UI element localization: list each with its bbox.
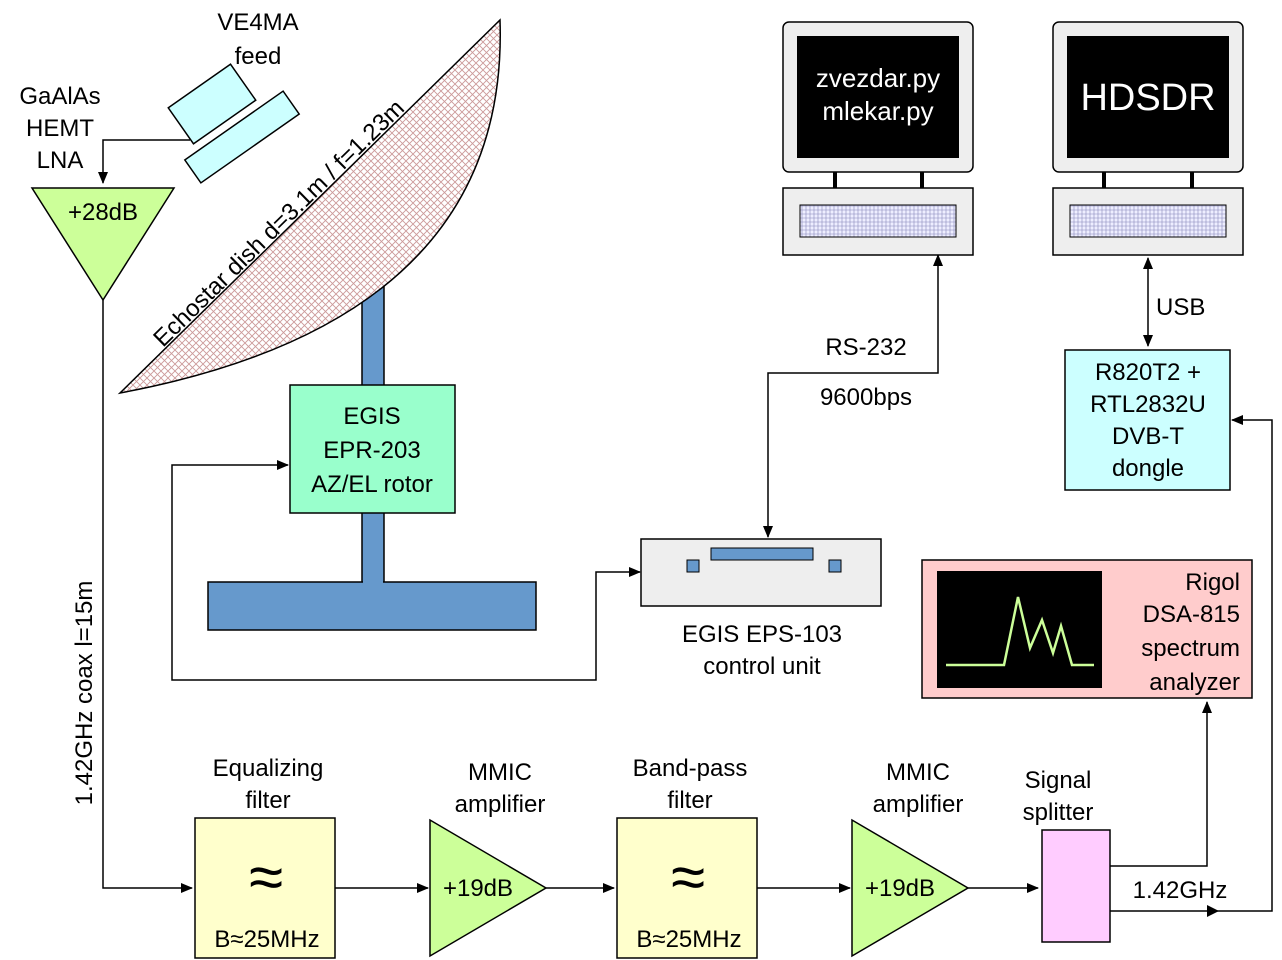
bp-filter-box xyxy=(616,817,758,959)
left-screen-line2: mlekar.py xyxy=(822,96,933,126)
eq-filter-bandwidth: B≈25MHz xyxy=(214,926,319,953)
eq-filter-title-line2: filter xyxy=(245,787,290,814)
right-screen-text: HDSDR xyxy=(1080,77,1215,119)
bp-filter-title-line2: filter xyxy=(667,787,712,814)
splitter-box xyxy=(1041,829,1111,943)
left-screen-line1: zvezdar.py xyxy=(816,63,940,93)
eq-filter-symbol: ≈ xyxy=(249,843,283,912)
splitter-title-line2: splitter xyxy=(1023,799,1094,826)
spectrum-analyzer xyxy=(921,559,1253,699)
amp2-title-line1: MMIC xyxy=(886,759,950,786)
splitter-title-line1: Signal xyxy=(1025,767,1092,794)
bp-filter-title-line1: Band-pass xyxy=(633,755,748,782)
rs232-cable xyxy=(763,254,943,538)
rs232-label: RS-232 xyxy=(825,334,906,361)
bp-filter-bandwidth: B≈25MHz xyxy=(636,926,741,953)
flow-arrowhead xyxy=(1207,905,1219,917)
eq-filter-title-line1: Equalizing xyxy=(213,755,324,782)
dongle-label-line2: RTL2832U xyxy=(1090,391,1206,418)
dvbt-dongle-box xyxy=(1064,349,1231,491)
amp1-title-line2: amplifier xyxy=(455,791,546,818)
analyzer-label-line4: analyzer xyxy=(1149,669,1240,696)
rotor-label-line2: EPR-203 xyxy=(323,437,420,464)
amp2-title-line2: amplifier xyxy=(873,791,964,818)
control-unit-label-line1: EGIS EPS-103 xyxy=(682,621,842,648)
lna-label-line2: HEMT xyxy=(26,115,94,142)
coax-wire xyxy=(102,300,193,893)
dongle-label-line3: DVB-T xyxy=(1112,423,1184,450)
amp1-triangle xyxy=(429,818,548,958)
echostar-dish: Echostar dish d=3.1m / f=1.23m xyxy=(117,18,501,395)
lna-triangle xyxy=(30,187,176,302)
lna-label-line3: LNA xyxy=(37,147,84,174)
lna-gain: +28dB xyxy=(68,199,138,226)
amp2-triangle xyxy=(851,818,970,958)
eq-filter-box xyxy=(194,817,336,959)
sdr-computer xyxy=(1052,21,1244,256)
feed-label-line2: feed xyxy=(235,43,282,70)
tracking-computer xyxy=(782,21,974,256)
rotor-cable xyxy=(171,460,641,681)
lna-label-line1: GaAlAs xyxy=(19,83,100,110)
analyzer-label-line3: spectrum xyxy=(1141,635,1240,662)
ve4ma-feed xyxy=(167,63,301,184)
baud-label: 9600bps xyxy=(820,384,912,411)
analyzer-label-line1: Rigol xyxy=(1185,569,1240,596)
coax-label: 1.42GHz coax l=15m xyxy=(71,581,98,806)
dongle-label-line1: R820T2 + xyxy=(1095,359,1201,386)
wire-splitter-to-analyzer xyxy=(1110,701,1212,867)
rotor-label-line1: EGIS xyxy=(343,403,400,430)
control-unit xyxy=(640,538,882,607)
rotor-label-line3: AZ/EL rotor xyxy=(311,471,433,498)
usb-label: USB xyxy=(1156,294,1205,321)
freq-label: 1.42GHz xyxy=(1133,877,1228,904)
wire-splitter-to-dongle xyxy=(1110,415,1273,912)
amp1-gain: +19dB xyxy=(443,875,513,902)
feed-label-line1: VE4MA xyxy=(217,9,298,36)
analyzer-label-line2: DSA-815 xyxy=(1143,601,1240,628)
spectrum-trace xyxy=(946,596,1094,667)
amp1-title-line1: MMIC xyxy=(468,759,532,786)
feed-to-lna-wire xyxy=(98,139,190,184)
amp2-gain: +19dB xyxy=(865,875,935,902)
control-unit-label-line2: control unit xyxy=(703,653,821,680)
bp-filter-symbol: ≈ xyxy=(671,843,705,912)
dongle-label-line4: dongle xyxy=(1112,455,1184,482)
